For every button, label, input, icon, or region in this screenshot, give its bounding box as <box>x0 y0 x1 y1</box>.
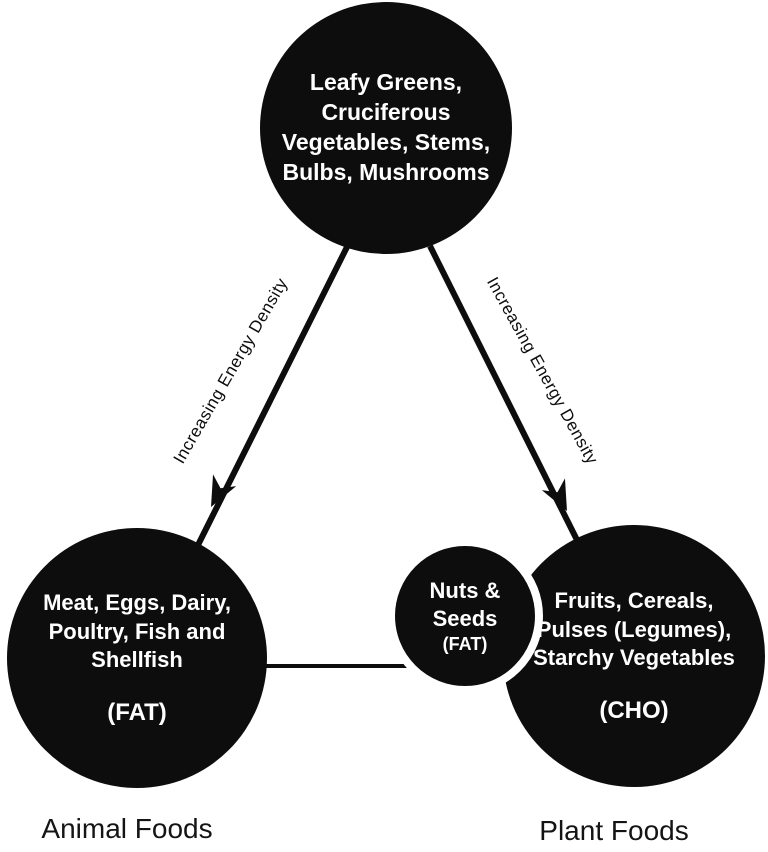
plant-foods-macro-tag: (CHO) <box>599 696 669 724</box>
left-arrowhead-icon <box>211 474 237 507</box>
animal-foods-circle: Meat, Eggs, Dairy, Poultry, Fish and She… <box>7 528 267 788</box>
plant-foods-caption: Plant Foods <box>539 815 689 846</box>
nuts-seeds-macro-tag: (FAT) <box>442 634 488 654</box>
animal-foods-macro-tag: (FAT) <box>107 698 167 726</box>
nuts-seeds-label: Nuts & Seeds <box>429 578 501 631</box>
animal-foods-caption: Animal Foods <box>41 813 213 844</box>
nuts-seeds-circle: Nuts & Seeds (FAT) <box>387 538 543 694</box>
animal-foods-circle-label: Meat, Eggs, Dairy, Poultry, Fish and She… <box>43 590 231 673</box>
plant-foods-circle: Fruits, Cereals, Pulses (Legumes), Starc… <box>503 525 765 787</box>
leafy-greens-label: Leafy Greens, Cruciferous Vegetables, St… <box>281 69 491 185</box>
leafy-greens-circle: Leafy Greens, Cruciferous Vegetables, St… <box>260 2 512 254</box>
right-arrowhead-icon <box>541 478 567 511</box>
plant-foods-circle-label: Fruits, Cereals, Pulses (Legumes), Starc… <box>533 588 735 671</box>
right-arrow-line <box>427 244 580 542</box>
